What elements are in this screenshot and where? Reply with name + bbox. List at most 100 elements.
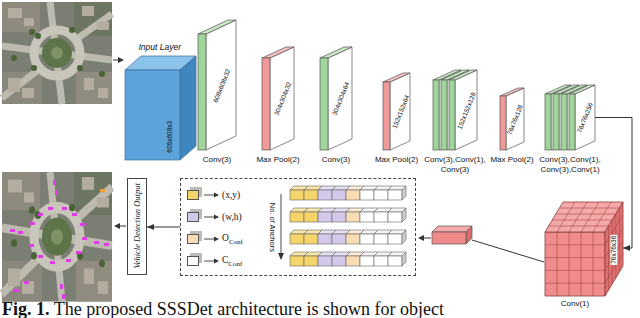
cube-grid xyxy=(549,226,609,227)
legend-arrows-part xyxy=(214,237,219,242)
cube-grid xyxy=(552,220,612,221)
legend-arrows-part xyxy=(281,194,282,254)
slab-top xyxy=(500,88,524,96)
block-front xyxy=(125,70,180,160)
legend-arrows-part xyxy=(278,253,284,260)
detection-boxes-part xyxy=(55,190,58,195)
caption-label: Fig. 1. xyxy=(2,299,50,318)
slab-side xyxy=(455,70,477,150)
legend-text: (w,h) xyxy=(222,212,242,223)
slab-front xyxy=(545,94,551,150)
input-image xyxy=(2,2,112,104)
cube-grid xyxy=(581,202,599,232)
figure-caption: Fig. 1. The proposed SSSDet architecture… xyxy=(2,300,444,318)
detection-boxes-part xyxy=(50,261,55,264)
cube-side xyxy=(605,202,623,296)
slab-front xyxy=(262,58,270,150)
layer-node: 76x76x128Max Pool(2) xyxy=(500,88,524,150)
anchor-row xyxy=(290,252,406,266)
slab-front xyxy=(441,80,447,150)
layer-node: 152x152x64Max Pool(2) xyxy=(383,73,410,150)
slab-top xyxy=(449,70,477,80)
flow-arrows-part xyxy=(423,238,431,239)
cube-node: 76x76x36Conv(1) xyxy=(545,198,623,298)
detection-boxes-part xyxy=(18,231,23,234)
legend-arrows-part xyxy=(204,239,215,240)
layer-label: Conv(3),Conv(1), Conv(3) xyxy=(419,155,491,174)
connector xyxy=(147,224,180,230)
flow-arrows-part xyxy=(118,57,124,63)
detection-boxes-part xyxy=(100,189,105,192)
slab-side xyxy=(506,88,524,150)
detection-boxes-part xyxy=(94,241,99,244)
slab-side xyxy=(206,20,236,150)
cube-front xyxy=(545,232,605,296)
cube-grid xyxy=(556,214,616,215)
layer-node: 152x152x128Conv(3),Conv(1), Conv(3) xyxy=(433,70,477,150)
legend-swatch xyxy=(187,234,199,244)
legend-arrows-part xyxy=(214,193,219,198)
slab-side xyxy=(390,73,410,150)
cube-grid xyxy=(545,270,605,271)
flow-arrows-part xyxy=(472,240,544,262)
cube-grid xyxy=(581,232,582,296)
legend-arrows-part xyxy=(204,261,215,262)
legend-arrows-part xyxy=(214,215,219,220)
input-block xyxy=(125,56,196,160)
detection-boxes-part xyxy=(38,255,43,258)
detection-boxes-part xyxy=(82,237,87,240)
detection-boxes-part xyxy=(60,284,63,289)
detection-boxes-part xyxy=(10,229,15,232)
flow-arrows-part xyxy=(119,226,126,227)
layer-node: 608x608x32Conv(3) xyxy=(198,20,236,150)
slab-front xyxy=(449,80,455,150)
output-image-part xyxy=(2,172,112,302)
cube-grid xyxy=(569,202,587,232)
detection-boxes-part xyxy=(24,281,29,284)
legend-text: (x,y) xyxy=(222,190,240,201)
anchor-row xyxy=(290,230,406,244)
detection-boxes-part xyxy=(62,207,67,210)
cube-grid xyxy=(608,226,609,290)
layer-node: 304x304x32Max Pool(2) xyxy=(262,47,294,150)
detection-boxes-part xyxy=(72,213,77,216)
detection-boxes-part xyxy=(66,259,71,262)
slab-top xyxy=(198,20,236,34)
legend-arrows-part xyxy=(204,195,215,196)
dotted-node: No. of Anchors xyxy=(180,178,416,276)
slab-front xyxy=(433,80,439,150)
legend-text: CConf xyxy=(222,255,242,268)
anchor-row xyxy=(290,208,406,222)
subscript: Conf xyxy=(228,259,242,267)
layer-label: Conv(3) xyxy=(181,155,253,165)
slab-top xyxy=(320,47,352,58)
head-bar-part xyxy=(432,232,466,244)
cube-grid xyxy=(557,232,558,296)
head-bar xyxy=(432,226,472,244)
cube-grid xyxy=(545,283,605,284)
slab-side xyxy=(270,47,294,150)
detection-boxes-part xyxy=(29,244,34,247)
cube-grid xyxy=(593,232,594,296)
cube-grid xyxy=(569,232,570,296)
detection-boxes-part xyxy=(80,223,85,226)
legend-arrows-part xyxy=(204,217,215,218)
detection-boxes-part xyxy=(38,213,43,216)
layer-node: 304x304x64Conv(3) xyxy=(320,47,352,150)
layer-label: Conv(1) xyxy=(539,299,611,308)
dimension-label: 76x76x36 xyxy=(610,234,617,264)
slab-front xyxy=(500,96,506,150)
arrow-head xyxy=(147,224,154,230)
subscript: Conf xyxy=(229,237,243,245)
detection-boxes-part xyxy=(62,294,65,299)
dimension-label: 608x608x3 xyxy=(166,120,173,152)
slab-front xyxy=(320,58,328,150)
detection-boxes-part xyxy=(48,207,53,210)
slab-top xyxy=(262,47,294,58)
slab-front xyxy=(569,94,575,150)
legend-arrows xyxy=(204,193,284,264)
slab-top xyxy=(383,73,410,82)
slab-side xyxy=(575,85,595,150)
layer-node: 76x76x256Conv(3),Conv(1), Conv(3),Conv(1… xyxy=(545,85,595,150)
